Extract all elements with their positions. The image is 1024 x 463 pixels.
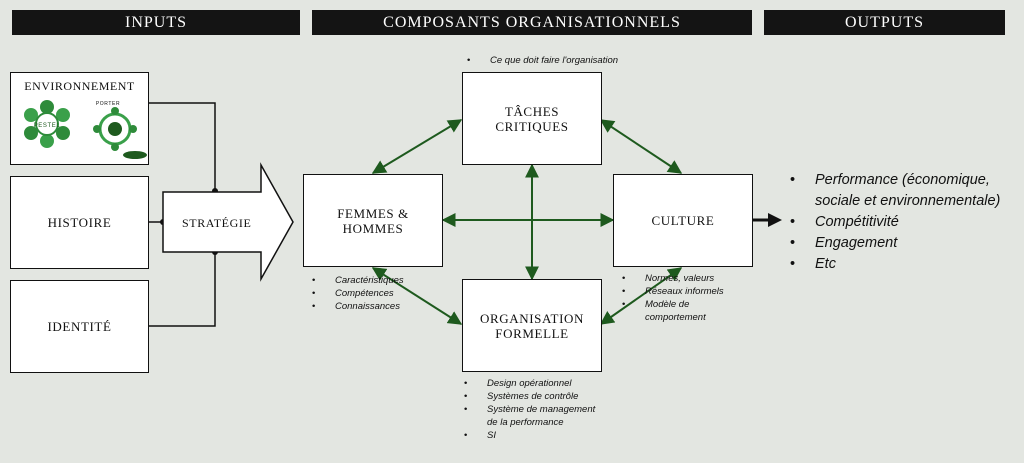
environment-connector [148, 102, 216, 191]
identity-connector [148, 252, 216, 327]
list-item: Systèmes de contrôle [462, 390, 595, 403]
formal-org-box: ORGANISATION FORMELLE [462, 279, 602, 372]
porter-forces-icon: PORTER [93, 101, 147, 159]
inputs-header: INPUTS [12, 10, 300, 35]
list-item: Normes, valeurs [620, 272, 724, 285]
strategy-label: STRATÉGIE [182, 216, 252, 230]
history-box: HISTOIRE [10, 176, 149, 269]
people-label-line1: FEMMES & [337, 205, 409, 221]
pestel-wheel-icon: PESTEL [24, 100, 70, 148]
culture-box: CULTURE [613, 174, 753, 267]
list-item: Caractéristiques [310, 274, 404, 287]
formal-org-label-line2: FORMELLE [495, 325, 569, 341]
strategy-arrow-shape [162, 162, 294, 282]
people-label-line2: HOMMES [342, 220, 404, 236]
outputs-list: Performance (économique, sociale et envi… [790, 170, 1000, 275]
list-item-continuation: de la performance [487, 417, 564, 428]
culture-bullets: Normes, valeurs Réseaux informels Modèle… [620, 272, 724, 324]
tasks-label-line2: CRITIQUES [495, 118, 569, 134]
formal-org-bullets: Design opérationnel Systèmes de contrôle… [462, 377, 595, 442]
environment-box: ENVIRONNEMENT PESTEL PORTER [10, 72, 149, 165]
output-item-continuation: sociale et environnementale) [815, 193, 1001, 209]
porter-logo-text: PORTER [96, 101, 120, 107]
list-item: Ce que doit faire l'organisation [465, 54, 618, 67]
output-item: Compétitivité [790, 212, 1000, 233]
identity-box: IDENTITÉ [10, 280, 149, 373]
tasks-label-line1: TÂCHES [504, 103, 560, 119]
list-item: Système de management [462, 403, 595, 416]
pestel-logo-text: PESTEL [34, 123, 61, 129]
list-item: Modèle de [620, 298, 724, 311]
arrow-tasks-culture [599, 119, 683, 174]
list-item: Connaissances [310, 300, 404, 313]
arrow-people-tasks [371, 119, 463, 174]
formal-org-label-line1: ORGANISATION [480, 310, 584, 326]
list-item: Compétences [310, 287, 404, 300]
tasks-box: TÂCHES CRITIQUES [462, 72, 602, 165]
list-item: Réseaux informels [620, 285, 724, 298]
components-header: COMPOSANTS ORGANISATIONNELS [312, 10, 752, 35]
output-item: Engagement [790, 233, 1000, 254]
output-arrow-head [768, 213, 782, 227]
environment-label: ENVIRONNEMENT [24, 79, 135, 93]
people-box: FEMMES & HOMMES [303, 174, 443, 267]
output-item: Etc [790, 254, 1000, 275]
list-item: SI [462, 429, 595, 442]
people-bullets: Caractéristiques Compétences Connaissanc… [310, 274, 404, 313]
outputs-header: OUTPUTS [764, 10, 1005, 35]
list-item: Design opérationnel [462, 377, 595, 390]
pestel-porter-graphic: PESTEL PORTER [24, 100, 147, 159]
tasks-bullets: Ce que doit faire l'organisation [465, 54, 618, 67]
output-item: Performance (économique, [790, 170, 1000, 191]
list-item-continuation: comportement [645, 312, 706, 323]
